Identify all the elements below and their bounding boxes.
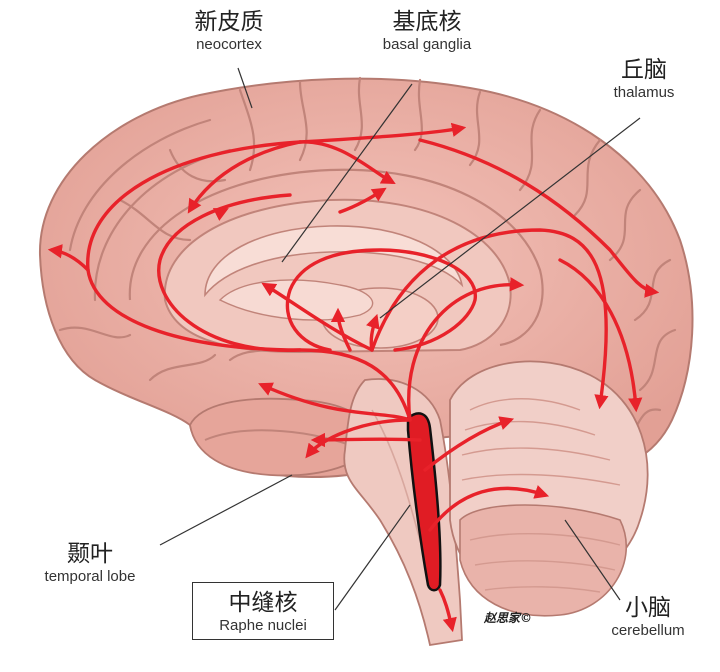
label-raphe-nuclei-zh: 中缝核 bbox=[228, 590, 298, 616]
label-basal-ganglia-zh: 基底核 bbox=[392, 9, 462, 35]
label-temporal-lobe-zh: 颞叶 bbox=[67, 541, 113, 567]
label-temporal-lobe: 颞叶 temporal lobe bbox=[28, 540, 152, 586]
label-temporal-lobe-en: temporal lobe bbox=[44, 568, 136, 585]
leader-lines bbox=[159, 67, 641, 611]
label-basal-ganglia-en: basal ganglia bbox=[382, 36, 472, 53]
label-cerebellum-zh: 小脑 bbox=[625, 595, 671, 621]
cingulate-gyrus bbox=[128, 168, 544, 347]
label-thalamus: 丘脑 thalamus bbox=[596, 56, 692, 102]
label-neocortex-zh: 新皮质 bbox=[194, 9, 264, 35]
projection-arrows bbox=[47, 122, 660, 633]
label-thalamus-zh: 丘脑 bbox=[621, 57, 667, 83]
label-basal-ganglia: 基底核 basal ganglia bbox=[362, 8, 492, 54]
label-thalamus-en: thalamus bbox=[613, 84, 675, 101]
raphe-nuclei-shape bbox=[406, 412, 442, 592]
label-cerebellum-en: cerebellum bbox=[611, 622, 685, 639]
label-neocortex: 新皮质 neocortex bbox=[175, 8, 283, 54]
artist-signature: 赵思家© bbox=[484, 611, 533, 625]
label-raphe-nuclei-en: Raphe nuclei bbox=[219, 617, 307, 634]
label-neocortex-en: neocortex bbox=[196, 36, 262, 53]
label-cerebellum: 小脑 cerebellum bbox=[596, 594, 700, 640]
label-raphe-nuclei: 中缝核 Raphe nuclei bbox=[192, 582, 334, 640]
cerebellum-folia bbox=[461, 398, 621, 593]
